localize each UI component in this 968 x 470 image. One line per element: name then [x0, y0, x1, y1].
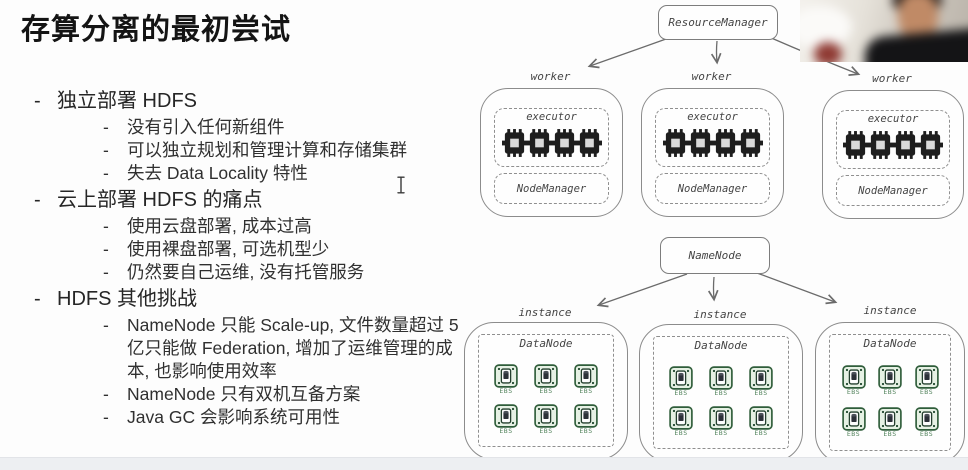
dash-marker: - — [103, 239, 109, 259]
ebs-volume-icon — [749, 366, 773, 390]
bullet-item: - 没有引入任何新组件 — [24, 116, 472, 139]
instance-box: DataNode EBS EBS EBS EBS EBS EBS — [464, 322, 628, 460]
ebs-volume-icon — [669, 406, 693, 430]
webcam-overlay — [800, 0, 968, 62]
bullet-item: - NameNode 只有双机互备方案 — [24, 383, 472, 406]
instance-box: DataNode EBS EBS EBS EBS EBS EBS — [815, 322, 965, 464]
ebs-disk: EBS — [529, 404, 563, 435]
ebs-disk-grid: EBS EBS EBS EBS EBS EBS — [483, 355, 609, 444]
dash-marker: - — [103, 216, 109, 236]
ebs-volume-icon — [709, 406, 733, 430]
executor-box: executor — [655, 108, 770, 167]
ebs-volume-icon — [878, 365, 902, 390]
ebs-volume-icon — [841, 406, 866, 431]
bullet-item: - 可以独立规划和管理计算和存储集群 — [24, 139, 472, 162]
ebs-disk: EBS — [910, 406, 944, 438]
bullet-group-title: - 独立部署 HDFS — [24, 86, 472, 116]
worker-label: worker — [691, 70, 732, 83]
bullet-item: - NameNode 只能 Scale-up, 文件数量超过 5 亿只能做 Fe… — [24, 314, 472, 383]
resourcemanager-node: ResourceManager — [658, 5, 778, 40]
datanode-box: DataNode EBS EBS EBS EBS EBS EBS — [653, 336, 789, 449]
presenter-video — [800, 0, 968, 62]
worker-box: executor NodeManager — [480, 88, 623, 217]
bullet-list: - 独立部署 HDFS - 没有引入任何新组件 - 可以独立规划和管理计算和存储… — [24, 86, 472, 429]
dash-marker: - — [34, 189, 41, 211]
ebs-volume-icon — [494, 404, 518, 428]
cpu-chips-icon — [502, 128, 602, 158]
dash-marker: - — [103, 407, 109, 427]
worker-label: worker — [872, 72, 912, 85]
dash-marker: - — [103, 163, 109, 183]
instance-label: instance — [863, 304, 917, 317]
ebs-disk: EBS — [744, 406, 778, 437]
text-cursor-ibeam — [396, 176, 406, 199]
dash-marker: - — [103, 140, 109, 160]
ebs-disk: EBS — [569, 364, 603, 395]
ebs-disk: EBS — [837, 406, 871, 438]
ebs-disk: EBS — [744, 366, 778, 397]
ebs-volume-icon — [534, 364, 558, 388]
ebs-volume-icon — [914, 365, 939, 390]
instance-label: instance — [518, 306, 572, 319]
datanode-box: DataNode EBS EBS EBS EBS EBS EBS — [478, 334, 614, 447]
bullet-item: - 使用裸盘部署, 可选机型少 — [24, 238, 472, 261]
ebs-volume-icon — [914, 406, 939, 431]
worker-box: executor NodeManager — [822, 90, 964, 219]
dash-marker: - — [103, 117, 109, 137]
ebs-volume-icon — [494, 364, 518, 388]
slide-title: 存算分离的最初尝试 — [21, 14, 292, 46]
instance-label: instance — [693, 308, 747, 321]
executor-box: executor — [494, 108, 609, 167]
bullet-item: - Java GC 会影响系统可用性 — [24, 406, 472, 429]
dash-marker: - — [103, 384, 109, 404]
ebs-disk: EBS — [489, 364, 523, 395]
nodemanager-box: NodeManager — [655, 173, 770, 204]
ebs-disk-grid: EBS EBS EBS EBS EBS EBS — [834, 355, 946, 448]
ebs-disk: EBS — [704, 406, 738, 437]
ebs-disk: EBS — [837, 365, 871, 396]
ebs-disk: EBS — [910, 365, 944, 396]
ebs-volume-icon — [574, 404, 598, 428]
ebs-disk: EBS — [664, 406, 698, 437]
ebs-volume-icon — [669, 366, 693, 390]
ebs-volume-icon — [534, 404, 558, 428]
bullet-item: - 失去 Data Locality 特性 — [24, 162, 472, 185]
bullet-group-title: - HDFS 其他挑战 — [24, 284, 472, 314]
dash-marker: - — [103, 262, 109, 282]
ebs-disk: EBS — [704, 366, 738, 397]
ebs-disk: EBS — [529, 364, 563, 395]
bullet-item: - 仍然要自己运维, 没有托管服务 — [24, 261, 472, 284]
cpu-chips-icon — [663, 128, 763, 158]
bullet-group-title: - 云上部署 HDFS 的痛点 — [24, 185, 472, 215]
ebs-disk: EBS — [873, 365, 907, 396]
worker-label: worker — [530, 70, 571, 83]
ebs-disk: EBS — [569, 404, 603, 435]
bottom-strip — [0, 457, 968, 470]
ebs-volume-icon — [749, 406, 773, 430]
nodemanager-box: NodeManager — [836, 175, 950, 206]
ebs-disk: EBS — [489, 404, 523, 435]
ebs-disk: EBS — [873, 406, 907, 438]
instance-box: DataNode EBS EBS EBS EBS EBS EBS — [639, 324, 803, 462]
bullet-item: - 使用云盘部署, 成本过高 — [24, 215, 472, 238]
ebs-volume-icon — [574, 364, 598, 388]
executor-box: executor — [836, 110, 950, 169]
datanode-box: DataNode EBS EBS EBS EBS EBS EBS — [829, 334, 951, 451]
dash-marker: - — [103, 315, 109, 335]
nodemanager-box: NodeManager — [494, 173, 609, 204]
ebs-disk: EBS — [664, 366, 698, 397]
dash-marker: - — [34, 288, 41, 310]
ebs-disk-grid: EBS EBS EBS EBS EBS EBS — [658, 357, 784, 446]
ebs-volume-icon — [841, 365, 866, 390]
cpu-chips-icon — [843, 130, 943, 160]
worker-box: executor NodeManager — [641, 88, 784, 217]
ebs-volume-icon — [709, 366, 733, 390]
namenode-node: NameNode — [660, 237, 770, 274]
ebs-volume-icon — [878, 406, 902, 431]
dash-marker: - — [34, 90, 41, 112]
